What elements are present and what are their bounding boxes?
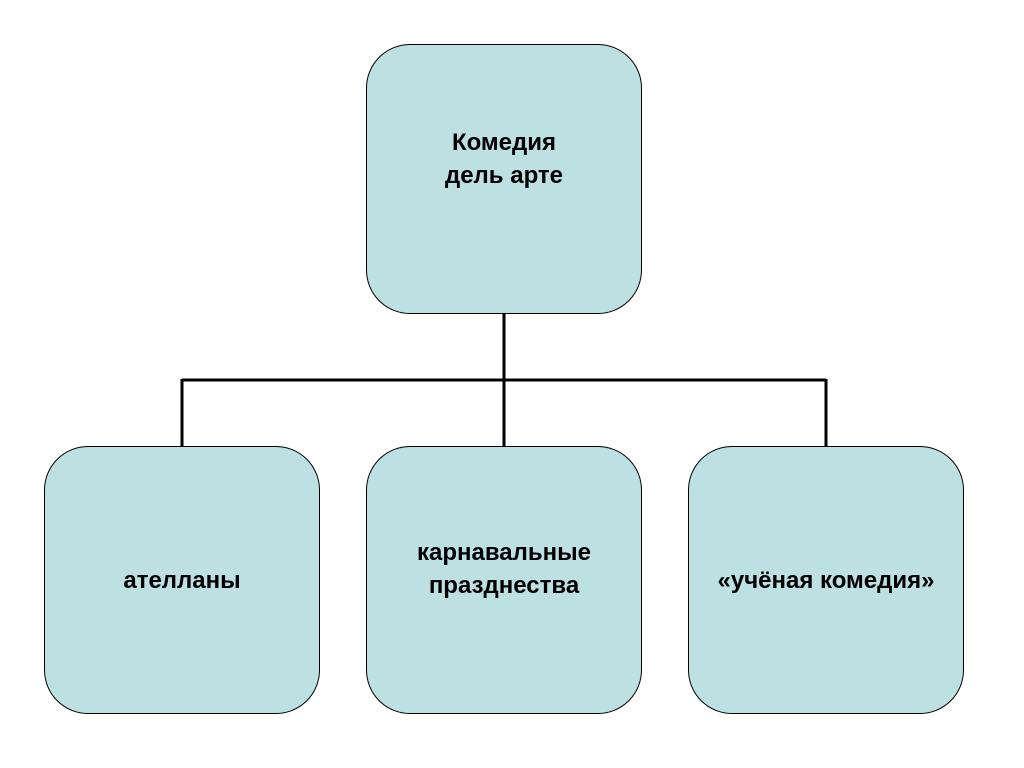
child-node-2-text: карнавальные празднества: [417, 536, 591, 602]
root-node-line-1: Комедия: [451, 129, 557, 156]
child-node-1-line-1: ателланы: [123, 566, 241, 594]
child-node-2-line-1: карнавальные: [417, 539, 591, 566]
child-node-3-line-1: «учёная комедия»: [717, 566, 935, 594]
child-node-learned-comedy: «учёная комедия»: [688, 446, 964, 714]
child-node-2-line-2: празднества: [428, 572, 580, 599]
child-node-3-text: «учёная комедия»: [718, 564, 935, 597]
root-node-line-2: дель арте: [444, 162, 564, 189]
child-node-atellany: ателланы: [44, 446, 320, 714]
root-node: Комедия дель арте: [366, 44, 642, 314]
child-node-carnival-festivities: карнавальные празднества: [366, 446, 642, 714]
child-node-1-text: ателланы: [123, 564, 240, 597]
root-node-text: Комедия дель арте: [445, 126, 563, 192]
